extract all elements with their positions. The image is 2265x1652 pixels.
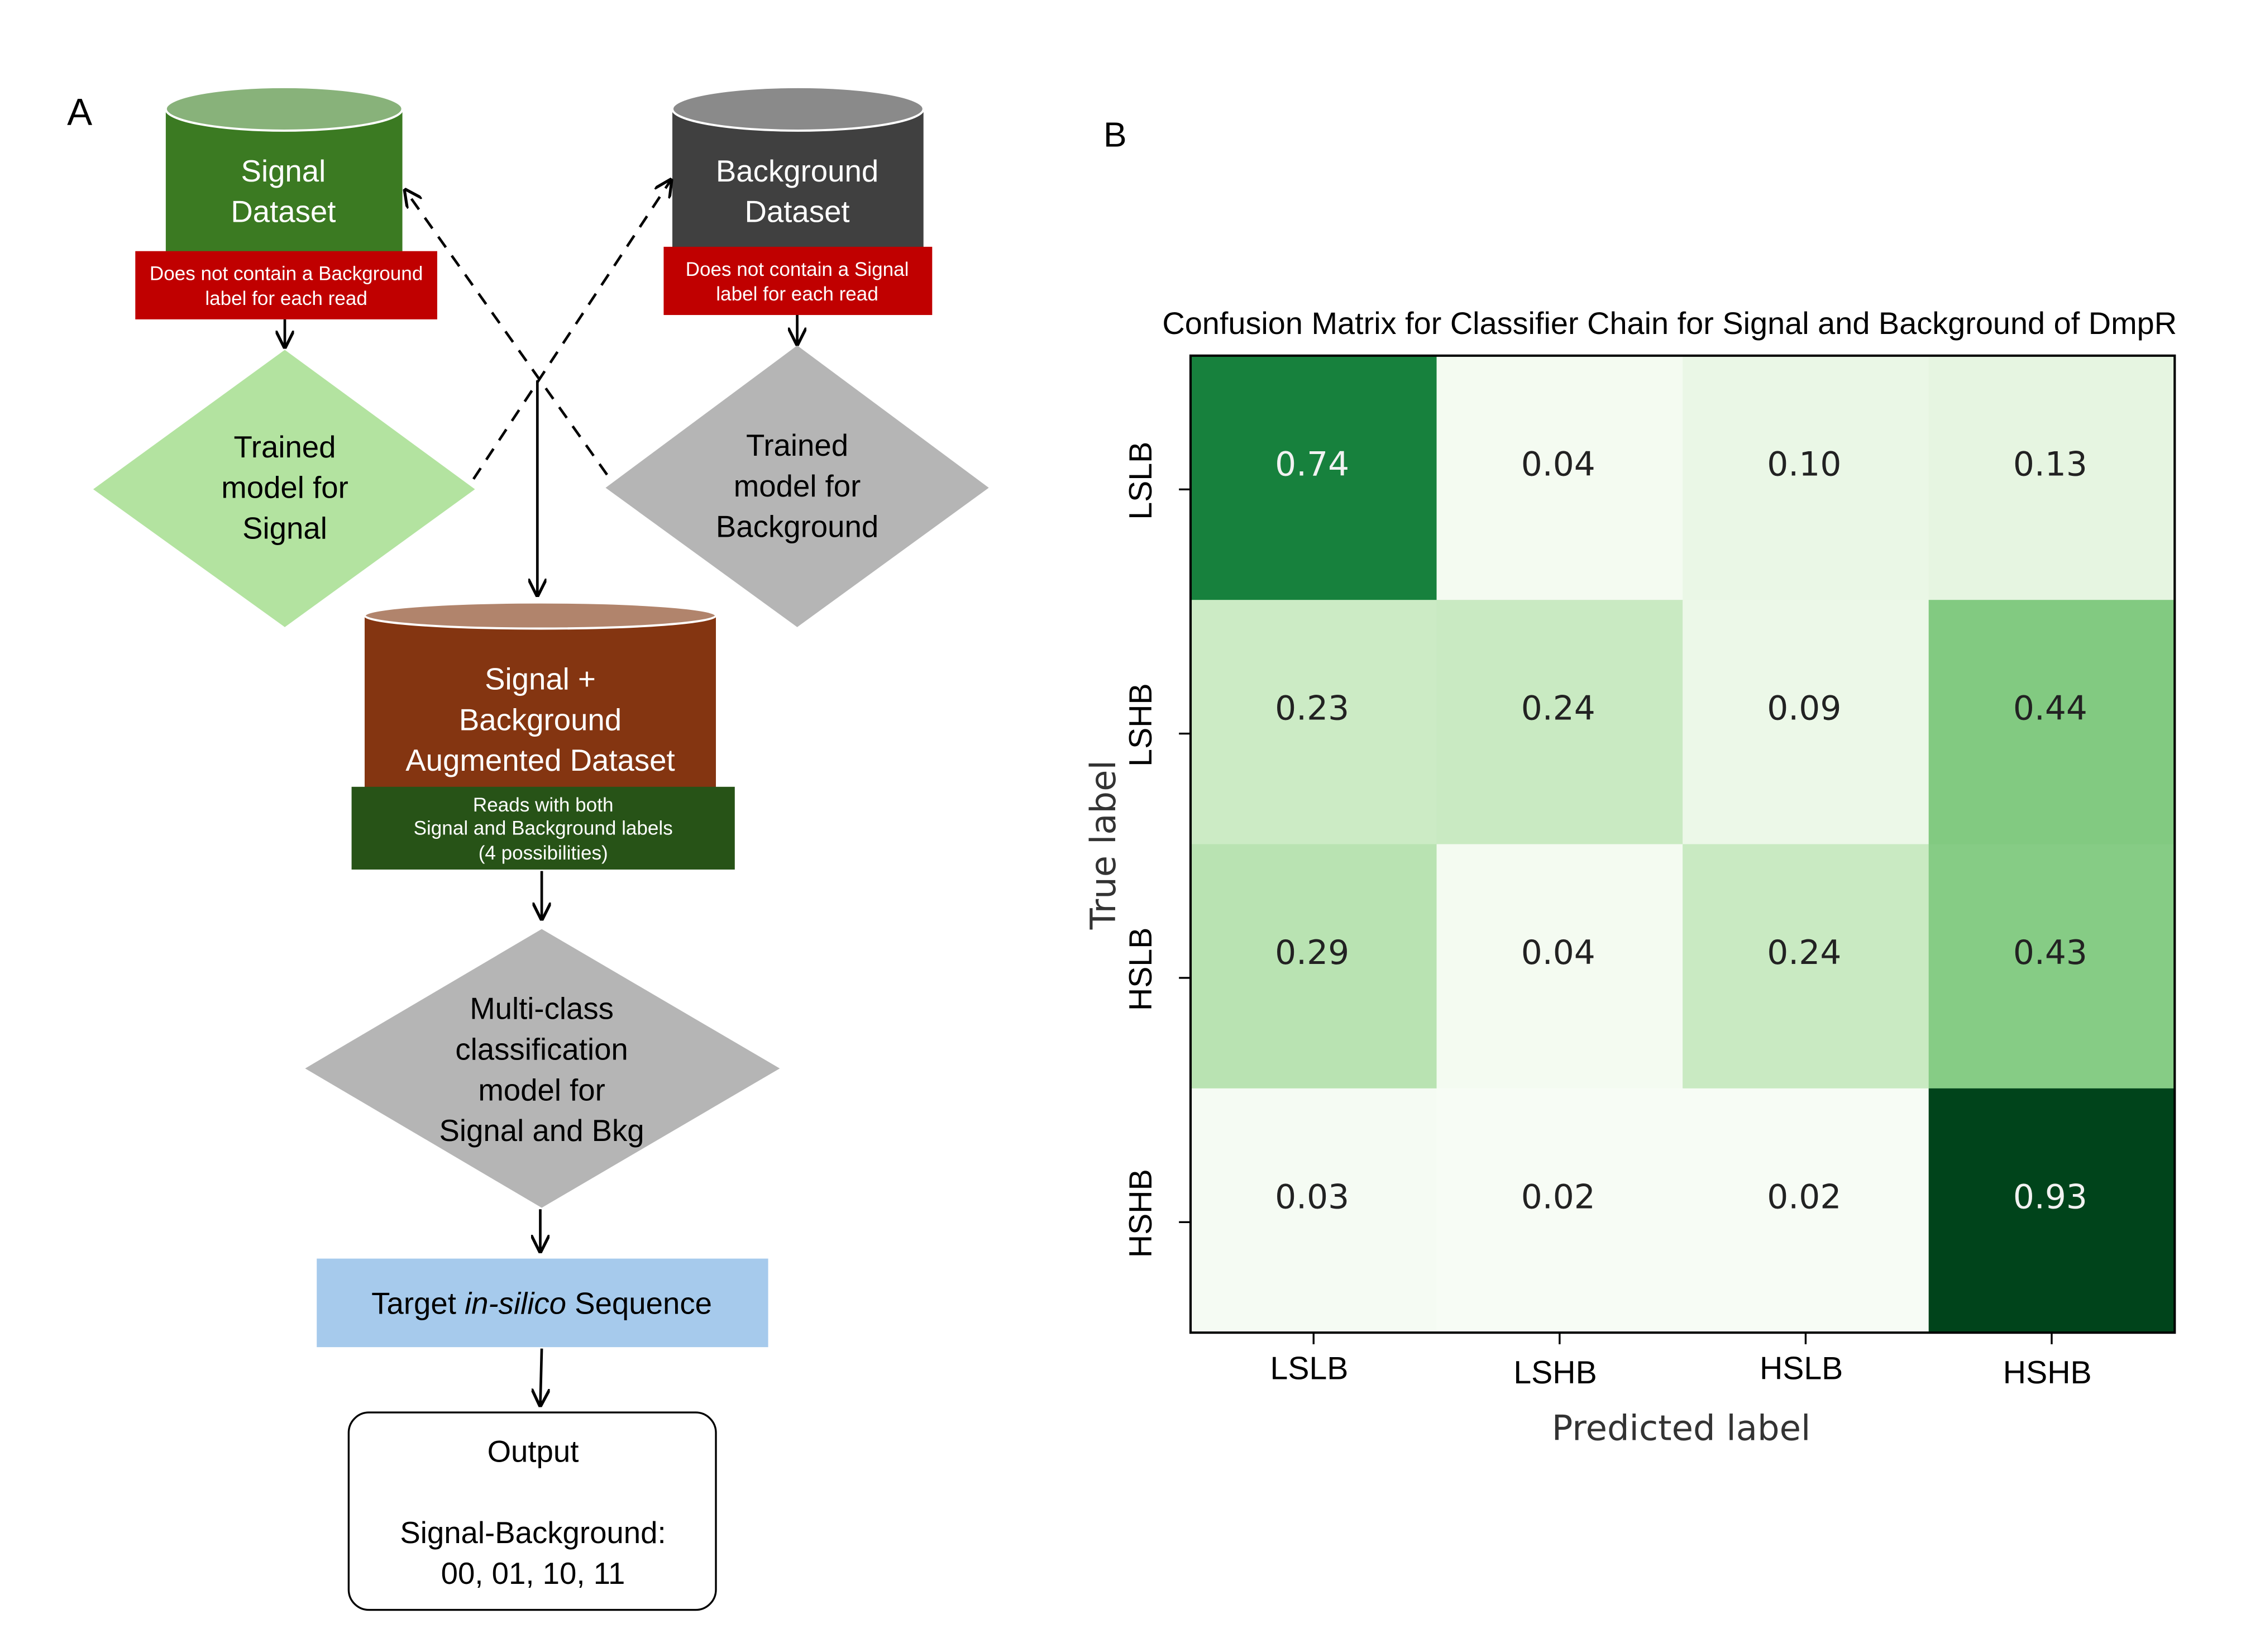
augmented-note-line3: (4 possibilities) [479, 842, 608, 864]
multiclass-line1: Multi-class [470, 992, 614, 1026]
panel-b-label: B [1103, 116, 1127, 155]
multiclass-line3: model for [478, 1073, 605, 1107]
output-line2: Signal-Background: [400, 1516, 666, 1550]
output-box: Output Signal-Background: 00, 01, 10, 11 [347, 1411, 717, 1611]
background-dataset-line1: Background [716, 154, 878, 188]
cell-value-label: 0.93 [2013, 1178, 2087, 1216]
target-sequence-box: Target in-silico Sequence [317, 1258, 768, 1348]
y-tick-label: LSLB [1123, 442, 1159, 520]
cell-value-label: 0.04 [1521, 934, 1595, 972]
multiclass-model-diamond: Multi-class classification model for Sig… [305, 929, 780, 1208]
x-tick-label: LSLB [1270, 1350, 1349, 1386]
cell-value-label: 0.13 [2013, 445, 2087, 484]
background-note-line1: Does not contain a Signal [686, 259, 909, 280]
heatmap-cell [1436, 600, 1684, 845]
signal-note-line1: Does not contain a Background [150, 263, 423, 285]
output-line3: 00, 01, 10, 11 [441, 1556, 625, 1591]
augmented-dataset-note: Reads with both Signal and Background la… [351, 786, 735, 870]
background-model-line3: Background [716, 510, 878, 544]
background-dataset-note: Does not contain a Signal label for each… [663, 246, 933, 316]
heatmap-cell [1190, 600, 1437, 845]
background-dataset-line2: Dataset [745, 195, 850, 229]
cell-value-label: 0.09 [1767, 690, 1841, 728]
cell-value-label: 0.43 [2013, 934, 2087, 972]
heatmap-cell [1683, 1088, 1930, 1334]
signal-model-diamond: Trained model for Signal [93, 350, 475, 627]
target-post: Sequence [566, 1286, 712, 1320]
background-dataset-cylinder: Background Dataset [671, 86, 925, 269]
heatmap-cell [1436, 355, 1684, 601]
y-tick-label: HSLB [1123, 928, 1159, 1011]
cell-value-label: 0.04 [1521, 445, 1595, 484]
cell-value-label: 0.02 [1521, 1178, 1595, 1216]
heatmap-cell [1190, 844, 1437, 1090]
target-italic: in-silico [465, 1286, 566, 1320]
heatmap-cell [1928, 600, 2176, 845]
heatmap-cell [1436, 1088, 1684, 1334]
cell-value-label: 0.24 [1767, 934, 1841, 972]
cell-value-label: 0.24 [1521, 690, 1595, 728]
heatmap-cell [1190, 1088, 1437, 1334]
cell-value-label: 0.74 [1275, 445, 1349, 484]
output-line1: Output [488, 1434, 579, 1468]
signal-dataset-line2: Dataset [231, 195, 336, 229]
background-model-diamond: Trained model for Background [605, 345, 989, 627]
y-tick-label: LSHB [1123, 683, 1159, 766]
signal-model-line3: Signal [242, 511, 327, 545]
signal-dataset-cylinder: Signal Dataset [164, 86, 404, 269]
x-axis-label: Predicted label [1552, 1408, 1810, 1449]
heatmap-cell [1928, 355, 2176, 601]
multiclass-line4: Signal and Bkg [439, 1114, 644, 1148]
svg-text:Target in-silico Sequence: Target in-silico Sequence [371, 1286, 712, 1320]
augmented-line3: Augmented Dataset [405, 743, 675, 777]
heatmap-cell [1928, 1088, 2176, 1334]
augmented-line2: Background [459, 703, 622, 737]
multiclass-line2: classification [455, 1032, 628, 1066]
target-pre: Target [371, 1286, 465, 1320]
confusion-matrix: 0.74 0.04 0.10 0.13 0.23 0.24 0.09 0.44 0.29 0.04… [1123, 354, 2176, 1391]
chart-title: Confusion Matrix for Classifier Chain fo… [1162, 305, 2177, 341]
cell-value-label: 0.03 [1275, 1178, 1349, 1216]
cell-value-label: 0.02 [1767, 1178, 1841, 1216]
cell-value-label: 0.44 [2013, 690, 2087, 728]
augmented-note-line2: Signal and Background labels [414, 818, 673, 839]
background-note-line2: label for each read [716, 283, 878, 305]
signal-dataset-line1: Signal [241, 154, 326, 188]
cell-value-label: 0.10 [1767, 445, 1841, 484]
signal-model-line1: Trained [233, 430, 336, 464]
arrow-to-output [540, 1348, 542, 1405]
signal-note-line2: label for each read [205, 288, 367, 309]
signal-model-line2: model for [221, 471, 348, 505]
x-tick-label: LSHB [1513, 1355, 1597, 1391]
cell-value-label: 0.29 [1275, 934, 1349, 972]
background-model-line2: model for [734, 469, 861, 503]
y-tick-label: HSHB [1123, 1169, 1159, 1258]
x-tick-label: HSLB [1760, 1350, 1843, 1386]
heatmap-cell [1683, 355, 1930, 601]
dashed-arrow-background-model-to-signal-dataset [405, 190, 608, 476]
panel-a-label: A [67, 92, 92, 133]
heatmap-cell [1683, 844, 1930, 1090]
augmented-dataset-cylinder: Signal + Background Augmented Dataset [364, 601, 717, 796]
augmented-note-line1: Reads with both [473, 794, 614, 816]
heatmap-cell [1683, 600, 1930, 845]
x-tick-label: HSHB [2003, 1355, 2092, 1391]
matrix-frame [1189, 354, 2176, 1334]
augmented-line1: Signal + [485, 662, 596, 696]
dashed-arrow-signal-model-to-background-dataset [472, 180, 671, 480]
background-model-line1: Trained [746, 428, 848, 462]
cell-value-label: 0.23 [1275, 690, 1349, 728]
heatmap-cell [1928, 844, 2176, 1090]
heatmap-cell [1190, 355, 1437, 601]
heatmap-cell [1436, 844, 1684, 1090]
y-axis-label: True label [1083, 760, 1124, 930]
signal-dataset-note: Does not contain a Background label for … [135, 251, 437, 319]
